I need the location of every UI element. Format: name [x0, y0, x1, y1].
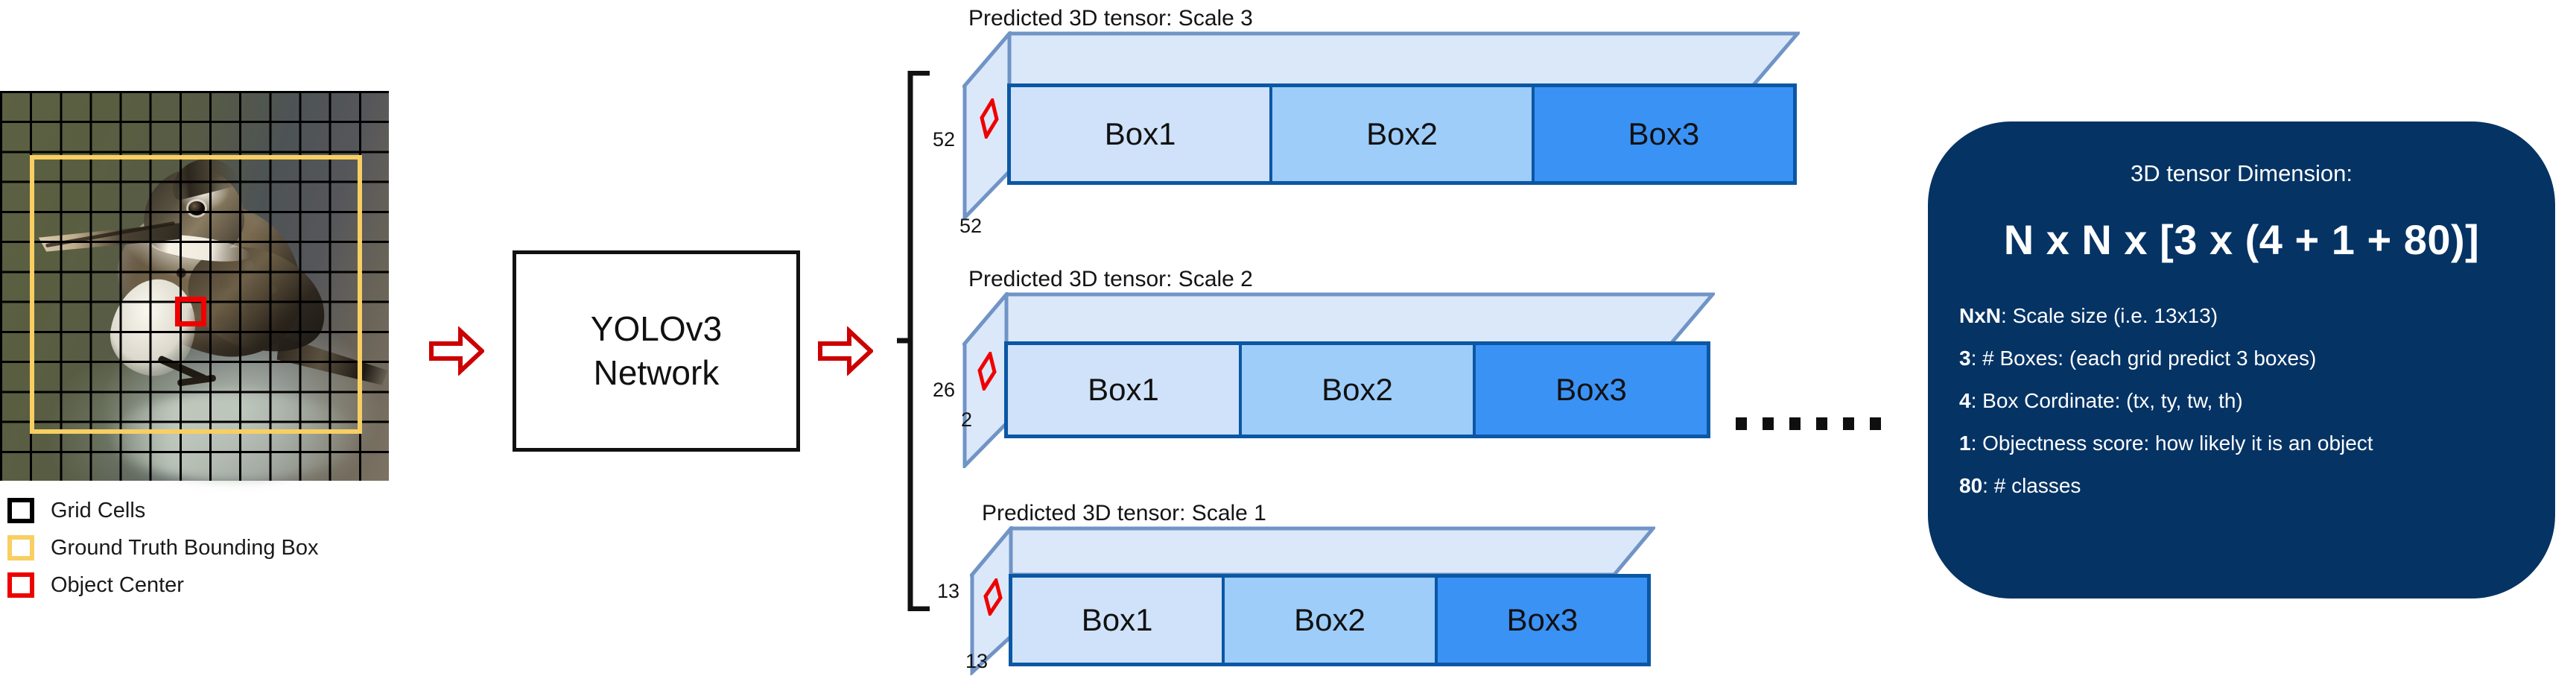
- ellipsis-dot: [1763, 417, 1774, 430]
- legend-label: Object Center: [51, 572, 184, 597]
- panel-item-classes: 80: # classes: [1959, 473, 2524, 499]
- network-label-line2: Network: [593, 353, 720, 392]
- tensor-dim-left: 13: [937, 580, 960, 602]
- legend-item-grid-cells: Grid Cells: [7, 498, 395, 523]
- panel-item-text: : Box Cordinate: (tx, ty, tw, th): [1970, 389, 2243, 412]
- object-center-marker-icon: [977, 349, 997, 394]
- ellipsis-dot: [1843, 417, 1854, 430]
- tensor-box-cell: Box3: [1534, 87, 1793, 181]
- panel-item-objectness: 1: Objectness score: how likely it is an…: [1959, 430, 2524, 456]
- tensor-title: Predicted 3D tensor: Scale 1: [982, 501, 1266, 525]
- arrow-right-icon-input: [429, 326, 484, 376]
- object-center-cell: [175, 297, 206, 326]
- tensor-box-cell: Box2: [1242, 345, 1476, 435]
- panel-item-key: 1: [1959, 432, 1971, 455]
- tensor-title: Predicted 3D tensor: Scale 3: [968, 6, 1253, 31]
- tensor-box-cell: Box3: [1437, 578, 1647, 663]
- panel-title: 3D tensor Dimension:: [2130, 160, 2353, 186]
- panel-item-text: : Scale size (i.e. 13x13): [2001, 304, 2218, 327]
- tensor-top-face: [968, 526, 1657, 577]
- tensor-box-cell: Box2: [1272, 87, 1535, 181]
- tensor-dim-bottom: 13: [965, 650, 989, 672]
- tensor-top-face: [960, 292, 1717, 346]
- tensor-box-cell: Box3: [1476, 345, 1707, 435]
- ellipsis-dot: [1870, 417, 1881, 430]
- panel-item-text: : Objectness score: how likely it is an …: [1970, 432, 2373, 455]
- arrow-right-icon-output: [818, 326, 873, 376]
- object-center-swatch-icon: [7, 572, 34, 598]
- network-label-line1: YOLOv3: [590, 309, 723, 349]
- network-label: YOLOv3 Network: [591, 307, 722, 395]
- yolov3-network-box: YOLOv3 Network: [513, 250, 800, 452]
- ellipsis-dot: [1816, 417, 1827, 430]
- panel-item-text: : # classes: [1982, 474, 2081, 497]
- ellipsis-dot: [1789, 417, 1801, 430]
- panel-formula: N x N x [3 x (4 + 1 + 80)]: [2003, 216, 2480, 263]
- object-center-marker-icon: [980, 95, 999, 142]
- tensor-box-cell: Box2: [1225, 578, 1438, 663]
- tensor-front-face: Box1 Box2 Box3: [1009, 574, 1651, 666]
- legend-item-object-center: Object Center: [7, 572, 395, 598]
- ellipsis-dots: [1736, 417, 1881, 430]
- tensor-box-cell: Box1: [1008, 345, 1242, 435]
- tensor-dim-bottom: 52: [959, 215, 983, 237]
- panel-item-boxes: 3: # Boxes: (each grid predict 3 boxes): [1959, 345, 2524, 371]
- tensor-dim-left: 52: [933, 128, 956, 151]
- ellipsis-dot: [1736, 417, 1747, 430]
- grid-cell-swatch-icon: [7, 498, 34, 523]
- tensor-top-face: [960, 31, 1802, 88]
- panel-item-coordinates: 4: Box Cordinate: (tx, ty, tw, th): [1959, 388, 2524, 414]
- tensor-front-face: Box1 Box2 Box3: [1007, 83, 1797, 185]
- panel-item-key: 80: [1959, 474, 1983, 497]
- legend-label: Grid Cells: [51, 498, 146, 522]
- ground-truth-bounding-box: [30, 155, 362, 434]
- object-center-marker-icon: [983, 575, 1003, 619]
- legend-item-ground-truth-box: Ground Truth Bounding Box: [7, 535, 395, 560]
- tensor-title: Predicted 3D tensor: Scale 2: [968, 267, 1253, 291]
- ground-truth-swatch-icon: [7, 535, 34, 560]
- legend: Grid Cells Ground Truth Bounding Box Obj…: [7, 498, 395, 610]
- tensor-box-cell: Box1: [1012, 578, 1225, 663]
- panel-item-key: 4: [1959, 389, 1971, 412]
- legend-label: Ground Truth Bounding Box: [51, 535, 319, 560]
- tensor-dim-left: 26: [933, 379, 956, 401]
- panel-item-text: : # Boxes: (each grid predict 3 boxes): [1970, 347, 2317, 370]
- tensor-dimension-panel: 3D tensor Dimension: N x N x [3 x (4 + 1…: [1928, 121, 2555, 599]
- tensor-dim-bottom: 2: [961, 408, 973, 431]
- scale-branch-bracket: [897, 70, 931, 612]
- tensor-box-cell: Box1: [1011, 87, 1273, 181]
- tensor-front-face: Box1 Box2 Box3: [1004, 341, 1710, 438]
- panel-item-nxn: NxN: Scale size (i.e. 13x13): [1959, 303, 2524, 329]
- panel-item-key: 3: [1959, 347, 1971, 370]
- panel-item-key: NxN: [1959, 304, 2002, 327]
